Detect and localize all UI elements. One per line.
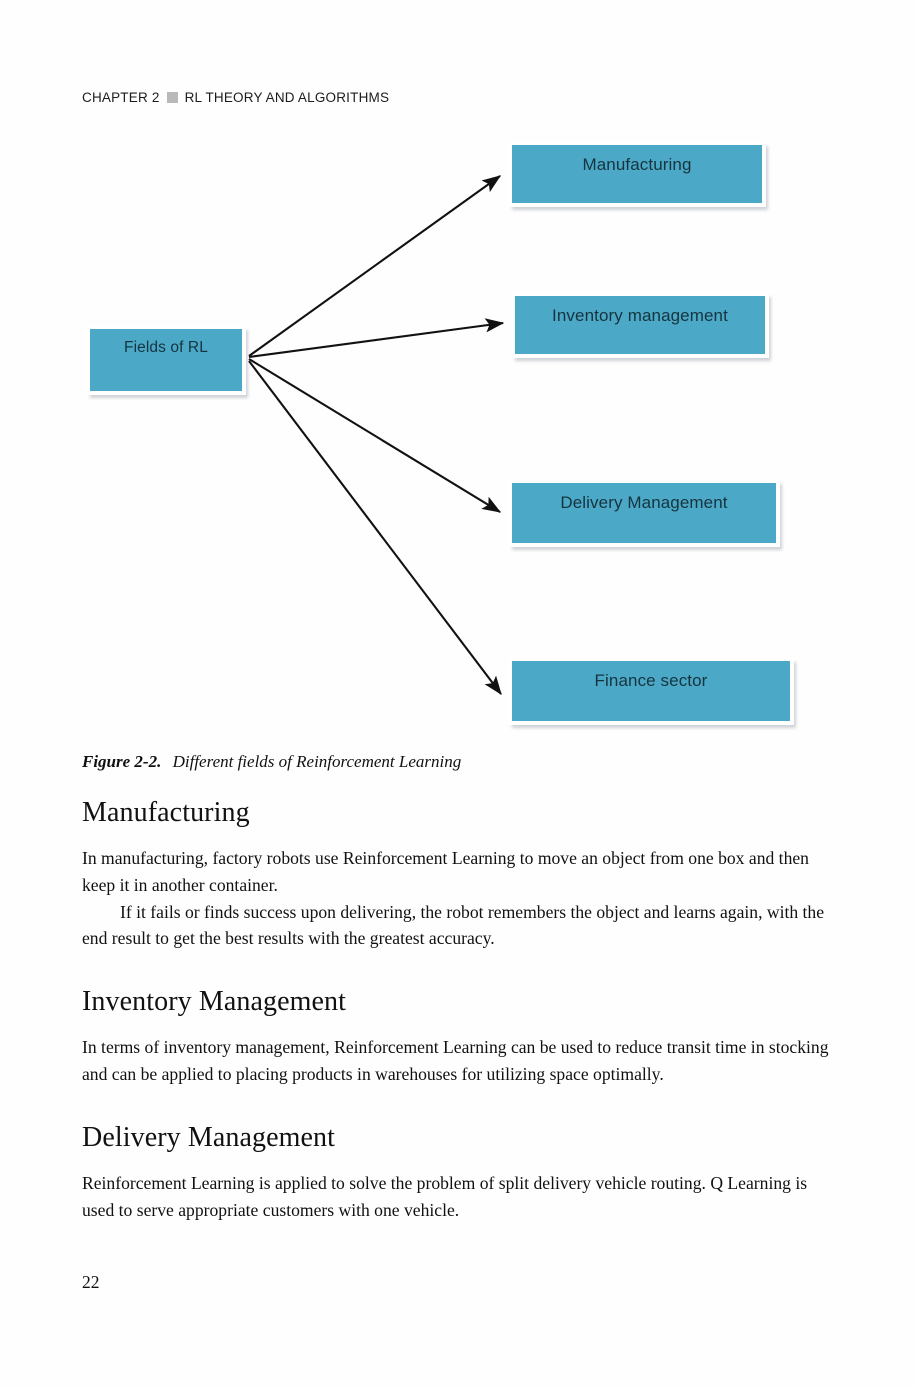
node-fill: Delivery Management [512, 483, 776, 543]
figure-caption: Figure 2-2. Different fields of Reinforc… [82, 752, 842, 772]
figure-2-2-diagram: Fields of RL Manufacturing Inventory man… [86, 141, 794, 725]
figure-number: Figure 2-2. [82, 752, 162, 771]
chapter-label: CHAPTER 2 [82, 90, 160, 105]
node-fill: Inventory management [515, 296, 765, 354]
diagram-node-fields-of-rl[interactable]: Fields of RL [86, 325, 246, 395]
diagram-edges [248, 175, 505, 696]
node-label: Delivery Management [560, 492, 728, 512]
diagram-node-finance-sector[interactable]: Finance sector [508, 657, 794, 725]
node-label: Fields of RL [124, 339, 208, 357]
page-body: Manufacturing In manufacturing, factory … [82, 797, 842, 1223]
diagram-node-manufacturing[interactable]: Manufacturing [508, 141, 766, 207]
node-fill: Finance sector [512, 661, 790, 721]
diagram-node-inventory-management[interactable]: Inventory management [511, 292, 769, 358]
gray-square-separator-icon [166, 92, 178, 103]
section-heading-delivery-management: Delivery Management [82, 1121, 336, 1153]
node-fill: Manufacturing [512, 145, 762, 203]
paragraph: If it fails or finds success upon delive… [82, 901, 825, 949]
section-heading-manufacturing: Manufacturing [82, 797, 250, 828]
paragraph: In terms of inventory management, Reinfo… [82, 1037, 829, 1085]
running-head: CHAPTER 2 RL THEORY AND ALGORITHMS [82, 90, 389, 105]
section-spacer [82, 952, 842, 986]
paragraph: Reinforcement Learning is applied to sol… [82, 1172, 808, 1220]
section-spacer [82, 1088, 842, 1122]
section-heading-inventory-management: Inventory Management [82, 986, 347, 1018]
figure-caption-text: Different fields of Reinforcement Learni… [172, 752, 462, 771]
running-head-title: RL THEORY AND ALGORITHMS [184, 90, 390, 105]
node-label: Inventory management [552, 305, 728, 325]
edge-root-to-delivery [248, 358, 502, 513]
node-label: Manufacturing [582, 154, 692, 174]
node-label: Finance sector [594, 670, 708, 690]
edge-root-to-finance [248, 360, 502, 696]
edge-root-to-manufacturing [248, 175, 502, 357]
edge-root-to-inventory [248, 318, 505, 359]
diagram-node-delivery-management[interactable]: Delivery Management [508, 479, 780, 547]
node-fill: Fields of RL [90, 329, 242, 391]
paragraph: In manufacturing, factory robots use Rei… [82, 848, 809, 895]
page-number: 22 [82, 1272, 100, 1292]
